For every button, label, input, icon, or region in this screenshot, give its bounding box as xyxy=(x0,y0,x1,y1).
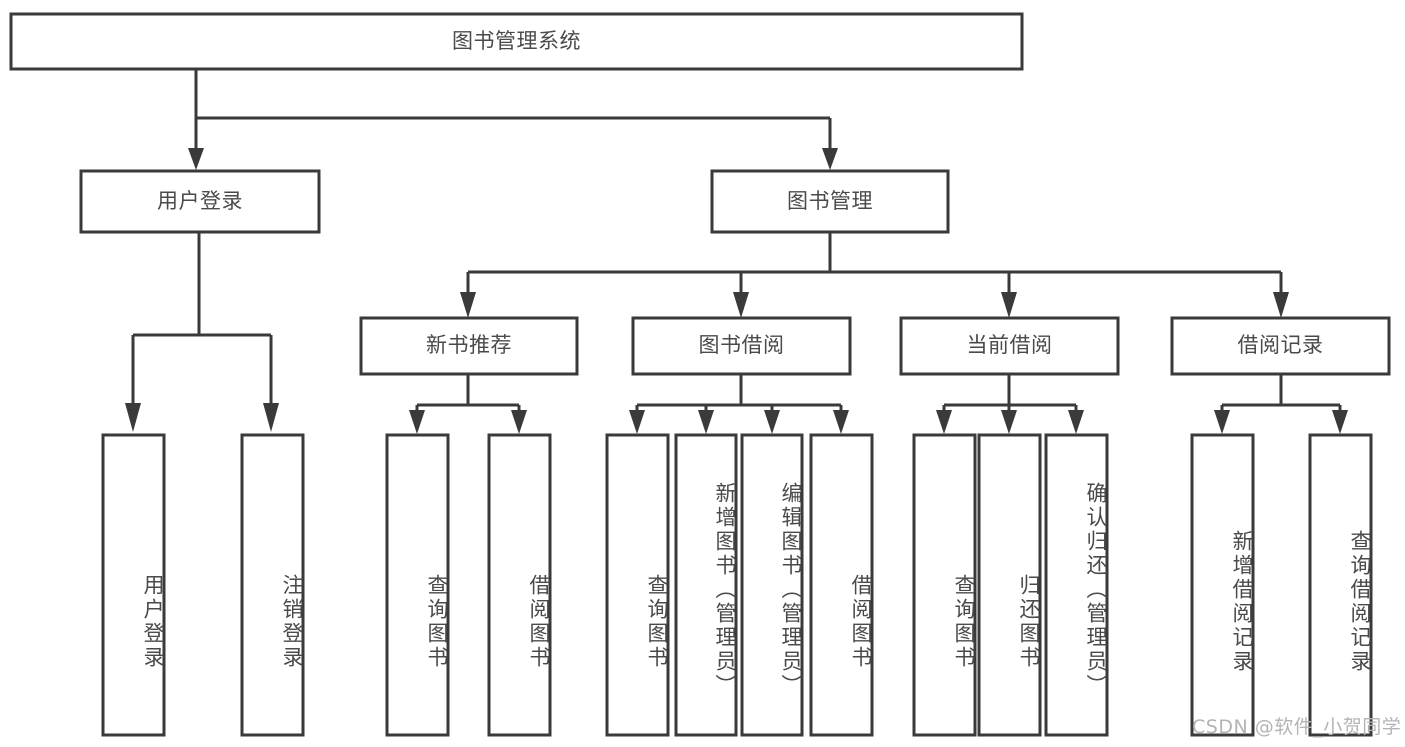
connector-bookborrow-to-leaves xyxy=(629,375,849,434)
connector-borrowrecord-to-leaves xyxy=(1214,375,1348,434)
csdn-watermark: CSDN @软件_小贺同学 xyxy=(1192,716,1402,738)
connector-root-to-level2 xyxy=(188,70,838,170)
node-box-leaf-logout-login[interactable] xyxy=(240,433,305,737)
node-box-leaf-user-login[interactable] xyxy=(101,433,166,737)
node-box-leaf-edit-book[interactable] xyxy=(740,433,804,737)
node-box-leaf-query-book-1[interactable] xyxy=(385,433,450,737)
connector-newbook-to-leaves xyxy=(409,375,527,434)
node-box-book-borrow[interactable] xyxy=(631,316,852,376)
node-box-leaf-confirm-return[interactable] xyxy=(1044,433,1109,737)
node-box-book-manage[interactable] xyxy=(710,169,950,234)
node-box-leaf-borrow-book-1[interactable] xyxy=(487,433,552,737)
node-box-user-login[interactable] xyxy=(79,169,321,234)
node-box-new-book-recommend[interactable] xyxy=(359,316,579,376)
node-box-leaf-query-record[interactable] xyxy=(1308,433,1373,737)
node-box-leaf-query-book-2[interactable] xyxy=(605,433,670,737)
connector-bookmanage-to-level3 xyxy=(460,233,1289,318)
node-box-leaf-add-record[interactable] xyxy=(1190,433,1255,737)
node-box-leaf-add-book[interactable] xyxy=(674,433,738,737)
connector-currentborrow-to-leaves xyxy=(936,375,1084,434)
node-box-current-borrow[interactable] xyxy=(899,316,1120,376)
node-box-leaf-borrow-book-2[interactable] xyxy=(809,433,874,737)
node-box-leaf-query-book-3[interactable] xyxy=(912,433,977,737)
connector-userlogin-to-leaves xyxy=(125,233,279,432)
node-box-root[interactable] xyxy=(9,12,1024,71)
node-box-borrow-record[interactable] xyxy=(1170,316,1391,376)
node-box-leaf-return-book[interactable] xyxy=(977,433,1042,737)
